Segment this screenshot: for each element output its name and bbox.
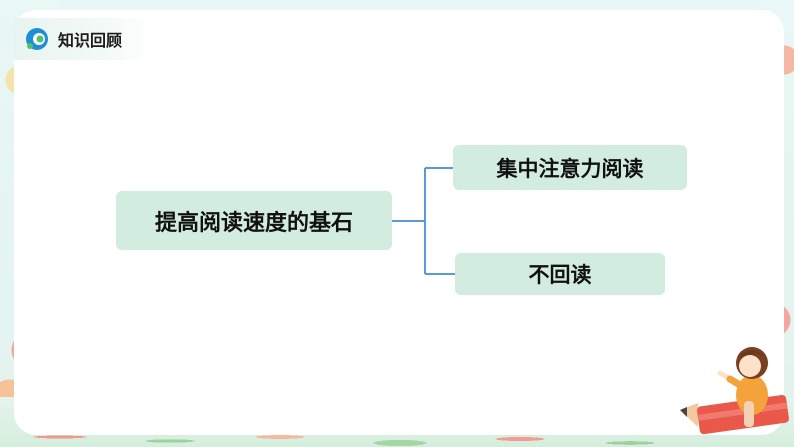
section-header: 知识回顾 — [14, 18, 154, 60]
root-node: 提高阅读速度的基石 — [116, 191, 392, 250]
section-title: 知识回顾 — [58, 31, 123, 50]
child-node-no-reread: 不回读 — [455, 253, 665, 295]
logo-icon — [24, 26, 50, 52]
child-node-focus: 集中注意力阅读 — [453, 145, 687, 190]
girl-on-pencil-illustration — [680, 347, 789, 435]
